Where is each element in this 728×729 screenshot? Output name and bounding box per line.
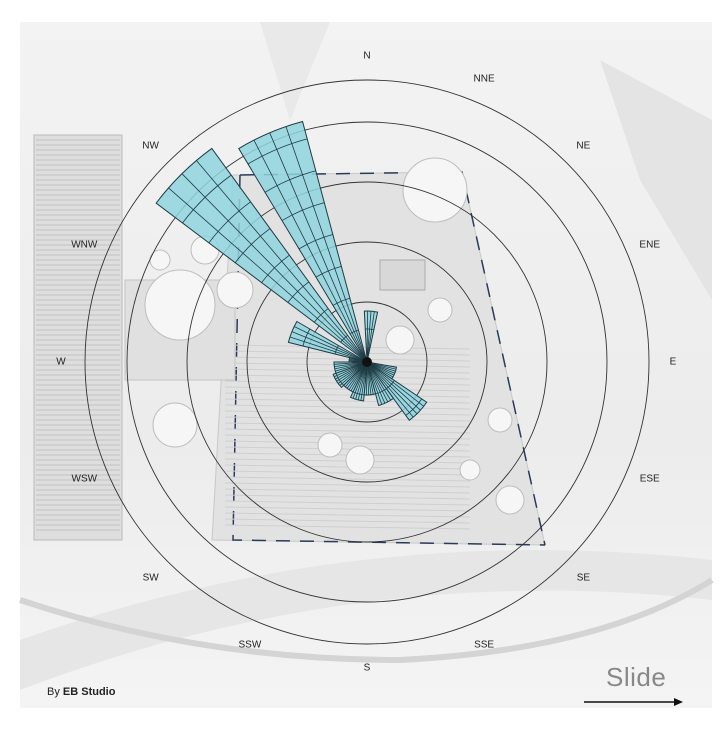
wind-petal bbox=[238, 120, 368, 363]
tree bbox=[402, 157, 468, 223]
petal-divider bbox=[366, 361, 418, 415]
tree bbox=[495, 485, 525, 515]
tree bbox=[487, 407, 513, 433]
petal-divider bbox=[337, 361, 368, 384]
petal-band bbox=[208, 201, 251, 244]
direction-label-nne: NNE bbox=[473, 73, 495, 85]
stair-lines bbox=[36, 139, 120, 531]
tree bbox=[216, 271, 254, 309]
petal-sector bbox=[333, 361, 368, 374]
tree bbox=[427, 297, 453, 323]
petal-band bbox=[315, 265, 342, 278]
petal-divider bbox=[285, 126, 368, 363]
petal-divider bbox=[366, 361, 389, 403]
wind-petal bbox=[363, 361, 377, 396]
petal-divider bbox=[360, 361, 368, 401]
petal-band bbox=[302, 328, 311, 347]
petal-divider bbox=[269, 132, 368, 363]
petal-band bbox=[332, 297, 351, 306]
arrow-right-icon[interactable] bbox=[584, 697, 684, 707]
petal-band bbox=[281, 202, 325, 221]
petal-divider bbox=[253, 139, 368, 363]
frequency-ring bbox=[246, 241, 488, 483]
petal-divider bbox=[335, 361, 368, 380]
road-edge bbox=[19, 577, 714, 664]
petal-band bbox=[349, 329, 359, 335]
wind-petal bbox=[155, 147, 368, 363]
petal-divider bbox=[366, 311, 375, 363]
direction-label-wnw: WNW bbox=[71, 239, 98, 251]
petal-band bbox=[405, 398, 423, 416]
roof-feature bbox=[379, 259, 426, 291]
petal-band bbox=[287, 281, 310, 303]
petal-divider bbox=[355, 361, 368, 400]
direction-label-n: N bbox=[363, 50, 371, 62]
wind-petal bbox=[366, 361, 428, 421]
petal-divider bbox=[291, 331, 368, 363]
roof-slats bbox=[224, 344, 471, 530]
direction-label-s: S bbox=[363, 662, 371, 674]
direction-label-e: E bbox=[669, 356, 677, 368]
petal-divider bbox=[294, 326, 368, 363]
direction-label-ne: NE bbox=[576, 140, 591, 152]
tree bbox=[144, 269, 216, 341]
petal-divider bbox=[339, 361, 368, 386]
credit: By EB Studio bbox=[47, 686, 115, 698]
tree bbox=[345, 445, 375, 475]
petal-divider bbox=[366, 361, 383, 405]
tree bbox=[317, 432, 343, 458]
petal-band bbox=[298, 234, 333, 250]
petal-divider bbox=[366, 361, 394, 378]
petal-sector bbox=[366, 361, 428, 421]
petal-band bbox=[340, 334, 348, 343]
credit-studio: EB Studio bbox=[62, 686, 116, 698]
direction-label-se: SE bbox=[576, 572, 591, 584]
frequency-ring bbox=[186, 181, 548, 543]
direction-label-ssw: SSW bbox=[238, 639, 262, 651]
petal-divider bbox=[366, 361, 386, 404]
wind-petal bbox=[332, 361, 368, 389]
petal-band bbox=[261, 254, 290, 283]
direction-label-ese: ESE bbox=[639, 473, 660, 485]
petal-divider bbox=[366, 310, 369, 363]
wind-petal bbox=[363, 310, 379, 363]
direction-label-w: W bbox=[56, 356, 66, 368]
petal-divider bbox=[336, 361, 368, 382]
petal-band bbox=[365, 328, 374, 331]
frequency-ring bbox=[84, 79, 650, 645]
rose-center bbox=[362, 357, 372, 367]
petal-divider bbox=[357, 361, 368, 401]
petal-divider bbox=[289, 336, 368, 363]
frequency-ring bbox=[126, 121, 608, 603]
frequency-ring bbox=[306, 301, 428, 423]
tree bbox=[385, 325, 415, 355]
tree bbox=[459, 459, 481, 481]
terrain-facet bbox=[260, 22, 330, 120]
direction-label-wsw: WSW bbox=[71, 473, 98, 485]
petal-divider bbox=[366, 361, 392, 401]
petal-band bbox=[247, 138, 308, 165]
wind-petal bbox=[366, 361, 395, 407]
wind-petal bbox=[287, 320, 368, 363]
terrain-facet bbox=[600, 60, 712, 300]
petal-sector bbox=[238, 120, 368, 363]
petal-band bbox=[234, 228, 271, 263]
tree bbox=[152, 402, 198, 448]
direction-label-sse: SSE bbox=[474, 639, 495, 651]
petal-divider bbox=[366, 361, 421, 411]
direction-label-nw: NW bbox=[142, 140, 159, 152]
direction-label-sw: SW bbox=[142, 572, 159, 584]
petal-divider bbox=[366, 361, 414, 418]
direction-label-ene: ENE bbox=[639, 239, 660, 251]
credit-by: By bbox=[47, 686, 60, 698]
petal-divider bbox=[366, 361, 424, 407]
petal-band bbox=[313, 308, 329, 323]
petal-band bbox=[264, 170, 316, 193]
slide-hint[interactable]: Slide bbox=[606, 662, 667, 692]
petal-divider bbox=[366, 311, 372, 363]
petal-band bbox=[182, 174, 232, 224]
petal-band bbox=[334, 345, 339, 355]
